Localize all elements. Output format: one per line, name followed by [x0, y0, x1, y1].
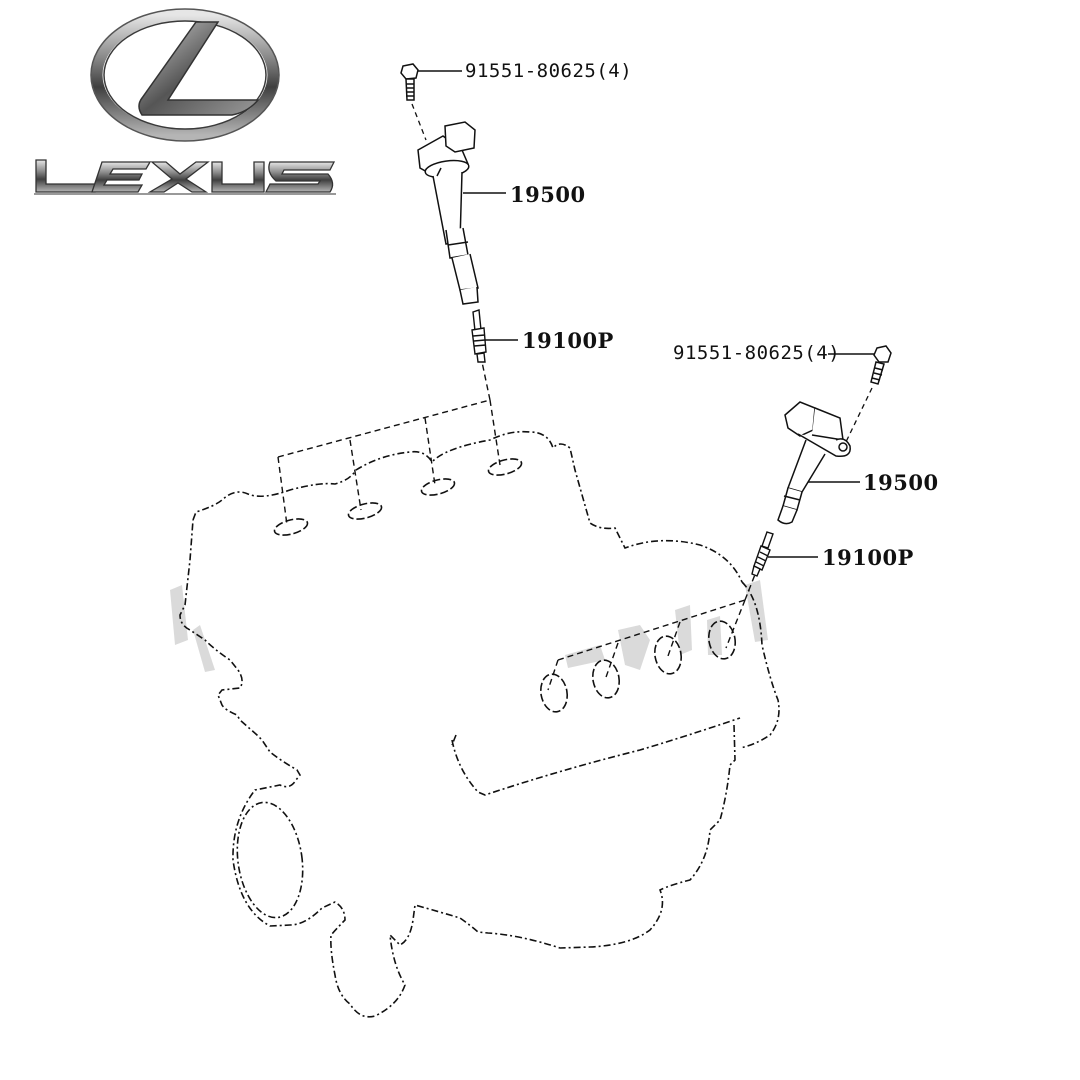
lower-bolt	[870, 345, 892, 385]
upper-bank-leaders	[277, 361, 501, 526]
lower-spark-plug	[751, 531, 774, 577]
part-label-plug-upper: 19100P	[522, 328, 614, 353]
lower-ignition-coil	[777, 401, 851, 525]
lexus-emblem-icon	[90, 8, 280, 142]
engine-block-outline-icon	[179, 430, 780, 1018]
lower-bolt-axis	[843, 387, 873, 447]
upper-spark-plug	[471, 309, 487, 363]
lower-bank-holes	[539, 620, 737, 713]
part-label-bolt-lower: 91551-80625(4)	[673, 342, 841, 364]
part-label-coil-upper: 19500	[510, 182, 586, 207]
lower-bank-leaders	[547, 571, 757, 691]
upper-ignition-coil	[417, 121, 479, 305]
part-label-plug-lower: 19100P	[822, 545, 914, 570]
upper-bolt	[400, 63, 419, 101]
lexus-wordmark	[34, 159, 336, 195]
upper-bolt-axis	[411, 103, 427, 141]
part-label-bolt-upper: 91551-80625(4)	[465, 60, 633, 82]
upper-bank-holes	[273, 458, 523, 536]
part-label-coil-lower: 19500	[863, 470, 939, 495]
